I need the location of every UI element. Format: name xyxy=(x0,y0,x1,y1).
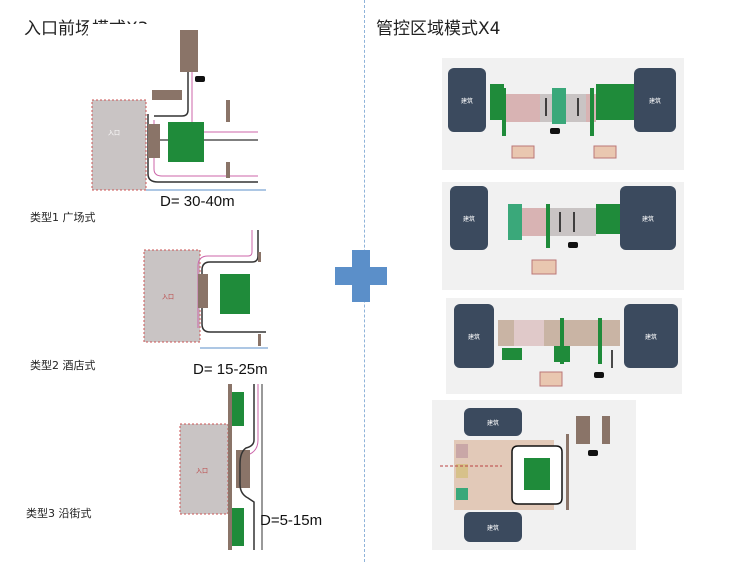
type2-dimension: D= 15-25m xyxy=(193,361,268,378)
type1-diagram xyxy=(88,24,270,196)
type2-label: 类型2 酒店式 xyxy=(30,359,96,372)
building-block: 建筑 xyxy=(624,304,678,368)
r3-plan xyxy=(498,318,620,387)
type3-entry-text: 入口 xyxy=(196,468,209,475)
building-block: 建筑 xyxy=(450,186,488,250)
type3-plan xyxy=(179,384,263,550)
r2-plan xyxy=(508,204,620,275)
r4-plan xyxy=(440,416,610,510)
building-block: 建筑 xyxy=(448,68,486,132)
type1-entry-text: 入口 xyxy=(108,130,121,137)
type2-plan xyxy=(143,230,268,349)
type2-entry-text: 入口 xyxy=(162,294,175,301)
type1-plan xyxy=(91,30,266,191)
right-diagram-4: 建筑 建筑 xyxy=(432,400,636,550)
type2-diagram xyxy=(140,226,272,364)
building-block: 建筑 xyxy=(464,408,522,436)
building-block: 建筑 xyxy=(454,304,494,368)
building-block: 建筑 xyxy=(464,512,522,542)
right-diagram-3: 建筑 建筑 xyxy=(446,298,682,394)
building-block: 建筑 xyxy=(620,186,676,250)
type3-label: 类型3 沿街式 xyxy=(26,507,92,520)
plus-icon xyxy=(335,250,387,302)
right-diagram-1: 建筑 建筑 xyxy=(442,58,684,170)
r1-plan xyxy=(490,84,634,159)
building-block: 建筑 xyxy=(634,68,676,132)
right-diagram-2: 建筑 建筑 xyxy=(442,182,684,290)
type1-dimension: D= 30-40m xyxy=(160,193,235,210)
type3-dimension: D=5-15m xyxy=(260,512,323,529)
type3-diagram xyxy=(176,384,276,550)
right-title: 管控区域模式X4 xyxy=(376,19,501,39)
type1-label: 类型1 广场式 xyxy=(30,211,96,224)
